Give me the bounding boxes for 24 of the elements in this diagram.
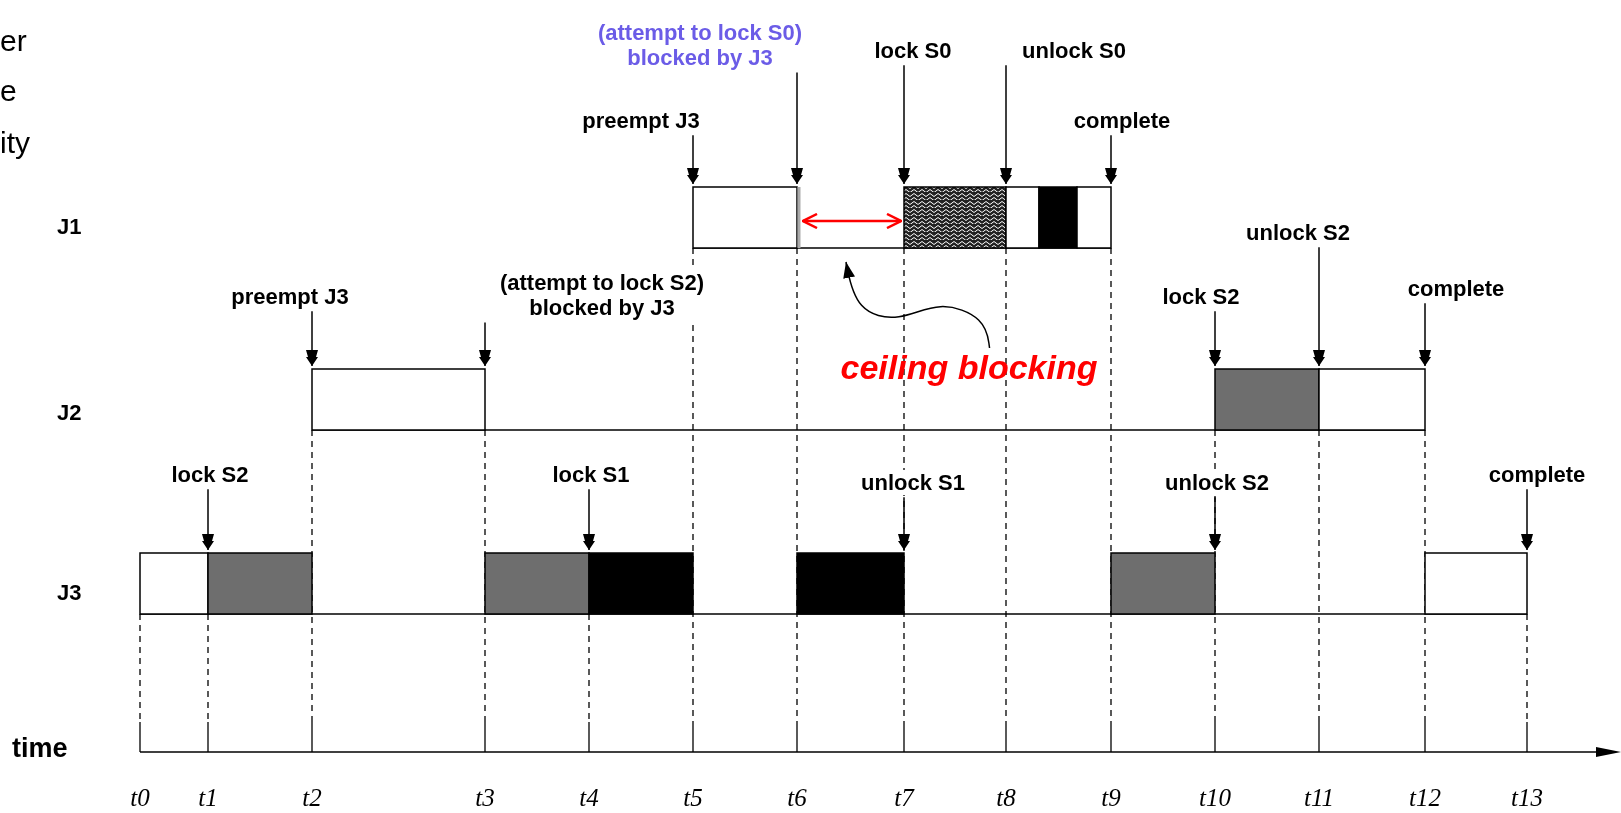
job-label: J1 [57,214,82,240]
arrow [843,261,991,349]
axis-label: time [12,733,68,764]
tick-label: t12 [1409,784,1441,812]
tick-label: t10 [1199,784,1231,812]
cut-off-text: ity [0,126,30,160]
job-label: J3 [57,580,82,606]
tick-label: t8 [996,784,1016,812]
cut-off-text: er [0,24,27,58]
tick-label: t1 [198,784,218,812]
tick-label: t0 [130,784,150,812]
annotation-text: ceiling blocking [840,348,1098,387]
tick-label: t6 [787,784,807,812]
cut-off-text: e [0,74,17,108]
tick-label: t11 [1303,784,1335,812]
tick-label: t9 [1101,784,1121,812]
tick-label: t4 [579,784,599,812]
event-label: unlock S1 [861,470,965,496]
tick-label: t3 [475,784,495,812]
tick-label: t7 [894,784,914,812]
tick-label: t13 [1511,784,1543,812]
tick-label: t2 [302,784,322,812]
job-label: J2 [57,400,82,426]
tick-label: t5 [683,784,703,812]
